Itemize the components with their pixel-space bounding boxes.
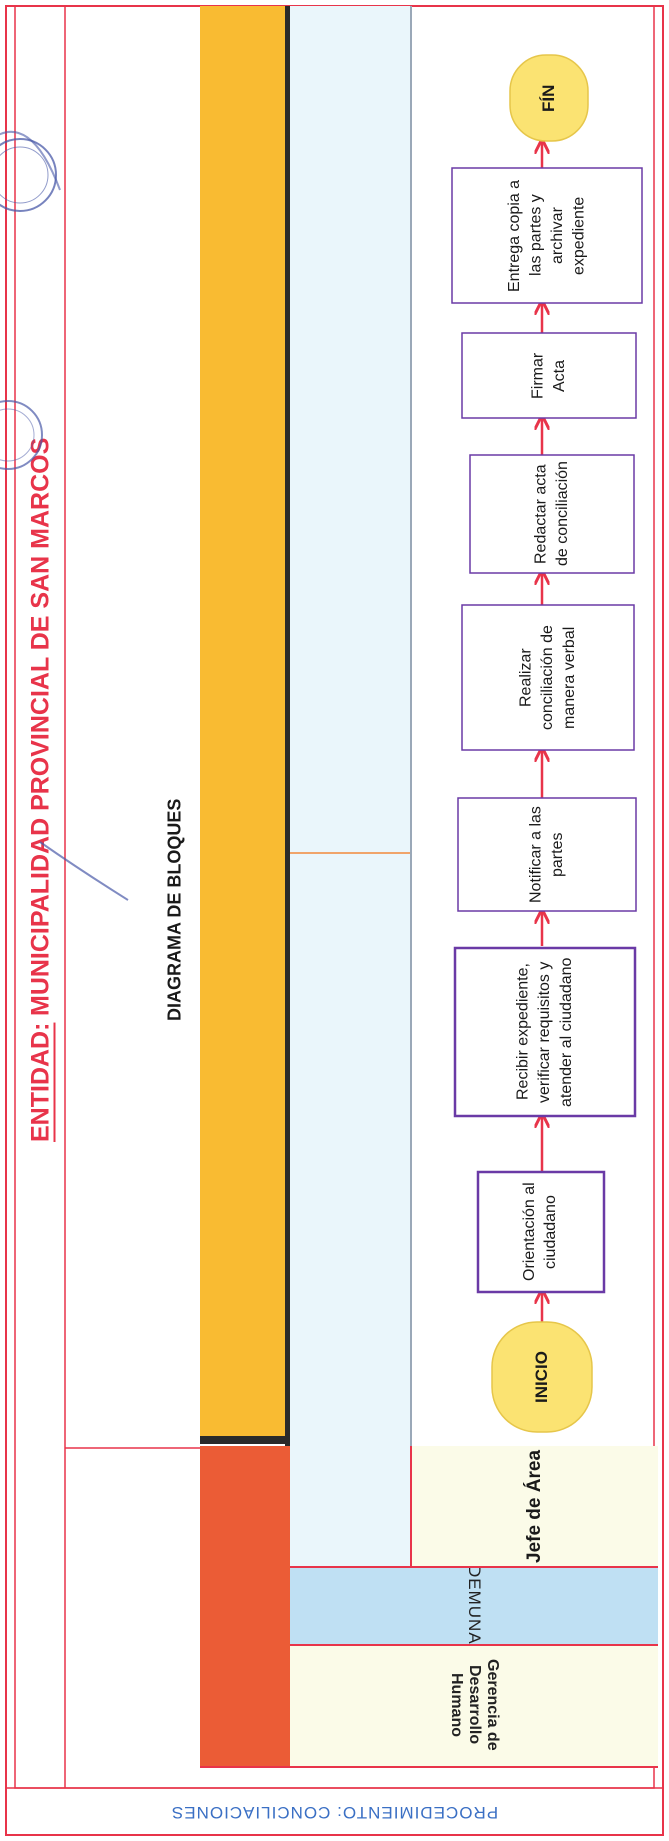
- step-box-5: [469, 454, 635, 574]
- lane-thin-divider: [290, 852, 410, 854]
- orange-lane-band: [200, 6, 288, 1442]
- step-label-5: Redactar acta de conciliación: [532, 461, 571, 567]
- start-terminal: [491, 1321, 593, 1433]
- step-box-4: [461, 604, 635, 751]
- step-box-1: [476, 1170, 606, 1294]
- header-blank-cell: [290, 1446, 410, 1566]
- header-jefe-divider: [410, 1446, 412, 1566]
- header-jefe-cell: [410, 1446, 658, 1566]
- step-label-2: Recibir expediente, verificar requisitos…: [514, 957, 575, 1107]
- header-line-3: [200, 1766, 658, 1768]
- step-box-6: [461, 332, 637, 419]
- light-blue-lane: [290, 6, 410, 1446]
- seal-stamp-bottom: [0, 400, 43, 470]
- header-line-2: [290, 1644, 658, 1646]
- step-label-7: Entrega copia a las partes y archivar ex…: [505, 179, 588, 292]
- start-label: INICIO: [532, 1351, 551, 1403]
- end-terminal: [509, 54, 589, 142]
- lane-label-gerencia: Gerencia de Desarrollo Humano: [290, 1644, 658, 1766]
- lane-label-demuna: DEMUNA: [290, 1565, 658, 1645]
- gerencia-text: Gerencia de Desarrollo Humano: [448, 1659, 501, 1751]
- header-demuna-cell: [290, 1566, 658, 1644]
- step-label-4: Realizar conciliación de manera verbal: [517, 625, 578, 730]
- orange-lane-edge: [285, 6, 290, 1446]
- step-box-3: [457, 797, 637, 912]
- demuna-text: DEMUNA: [465, 1565, 484, 1645]
- step-label-3: Notificar a las partes: [527, 806, 566, 903]
- header-red-orange-cell: [200, 1446, 290, 1766]
- step-label-6: Firmar Acta: [529, 352, 568, 399]
- signature-stroke: [40, 841, 129, 901]
- step-box-7: [451, 167, 643, 304]
- seal-stamp-top: [0, 130, 61, 212]
- lane-gray-divider: [410, 6, 412, 1446]
- header-line-1: [290, 1566, 658, 1568]
- step-label-1: Orientación al ciudadano: [521, 1182, 559, 1282]
- header-gerencia-cell: [290, 1644, 658, 1766]
- end-label: FÍN: [539, 84, 558, 112]
- orange-lane-base: [200, 1436, 290, 1444]
- step-box-2: [453, 946, 637, 1118]
